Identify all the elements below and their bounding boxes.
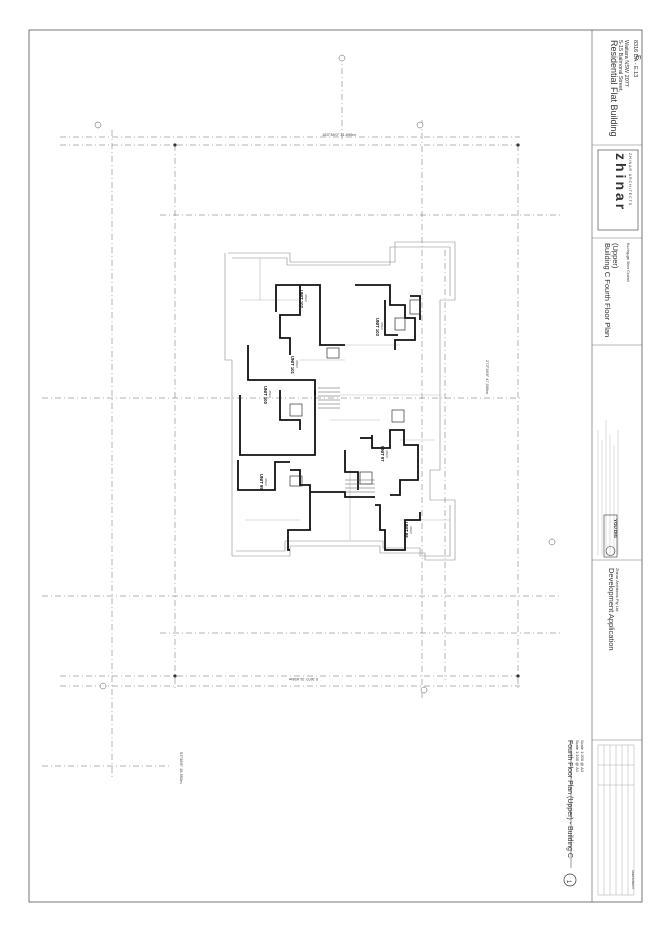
sheet-title-1: Building C Fourth Floor Plan: [603, 243, 612, 337]
project-title: Residential Flat Building: [609, 40, 619, 137]
firm-name: ZHINAR ARCHITECTS: [628, 153, 632, 206]
boundary-left: 93°38'8" 18.590m: [179, 752, 184, 784]
boundary-top: 183°36'0" 31.698m: [322, 132, 356, 137]
boundary-right: 273°38'8" 47.098m: [485, 360, 490, 394]
service-rooms: [289, 299, 421, 487]
drawing-marker-number: 1: [565, 880, 571, 884]
svg-text:UNIT 101: UNIT 101: [290, 356, 295, 375]
amendment-label: AMENDMENT: [631, 870, 635, 890]
general-notes: [597, 420, 619, 555]
unit-walls: [237, 284, 421, 551]
sheet-title-2: (Upper): [611, 243, 620, 269]
sheet-border: [28, 29, 643, 903]
svg-text:3BED: 3BED: [264, 478, 268, 487]
title-block: [591, 30, 642, 902]
svg-text:UNIT 98: UNIT 98: [404, 522, 409, 538]
revision-table: [597, 744, 635, 896]
building-outline: [224, 241, 456, 561]
svg-text:3BED: 3BED: [409, 526, 413, 535]
unit-label-97: UNIT 97 3BED: [380, 446, 389, 462]
svg-text:3BED: 3BED: [385, 450, 389, 459]
unit-label-99: UNIT 99 3BED: [259, 474, 268, 490]
dig-badge: [603, 514, 618, 558]
stairs: [318, 387, 375, 493]
svg-text:3BED: 3BED: [304, 294, 308, 303]
drawing-number: 8316 DA - E.13: [632, 40, 638, 77]
boundary-bottom: 0 36°0' 31.698m: [288, 677, 318, 682]
drawing-title: Fourth Floor Plan (Upper) - Building C: [566, 740, 573, 858]
svg-text:3BED: 3BED: [380, 322, 384, 331]
address-line-2: Waitara NSW 2077: [623, 40, 629, 87]
site-grid: [42, 55, 560, 780]
drawing-marker: [563, 873, 577, 887]
dig-badge-text: YOU DIG: [613, 519, 618, 539]
svg-text:UNIT 102: UNIT 102: [299, 290, 304, 309]
address-line-1: 5-15 Balmoral Street,: [617, 40, 623, 92]
svg-text:3BED: 3BED: [268, 390, 272, 399]
stage-title: Development Application: [607, 568, 616, 651]
firm-logo-text: zhinar: [613, 153, 629, 212]
svg-text:UNIT 97: UNIT 97: [380, 446, 385, 462]
drawing-caption: 1 Fourth Floor Plan (Upper) - Building C…: [563, 740, 585, 887]
svg-text:UNIT 100: UNIT 100: [263, 386, 268, 405]
svg-text:UNIT 103: UNIT 103: [375, 318, 380, 337]
svg-text:UNIT 99: UNIT 99: [259, 474, 264, 490]
revision-letter: E: [634, 55, 641, 60]
svg-text:3BED: 3BED: [295, 360, 299, 369]
company-name: Zhinar Architects Pty Ltd: [615, 568, 620, 611]
firm-logo-box: [597, 149, 639, 231]
unit-label-100: UNIT 100 3BED: [263, 386, 272, 405]
unit-label-101: UNIT 101 3BED: [290, 356, 299, 375]
scale-a3: Scale 1:200 @ A3: [580, 740, 585, 773]
scale-a1: Scale 1:100 @ A1: [575, 740, 580, 773]
unit-label-103: UNIT 103 3BED: [375, 318, 384, 337]
council-name: Ku-ring-gai Shire Council: [626, 243, 630, 282]
grid-markers: [94, 54, 556, 694]
unit-label-102: UNIT 102 3BED: [299, 290, 308, 309]
unit-label-98: UNIT 98 3BED: [404, 522, 413, 538]
